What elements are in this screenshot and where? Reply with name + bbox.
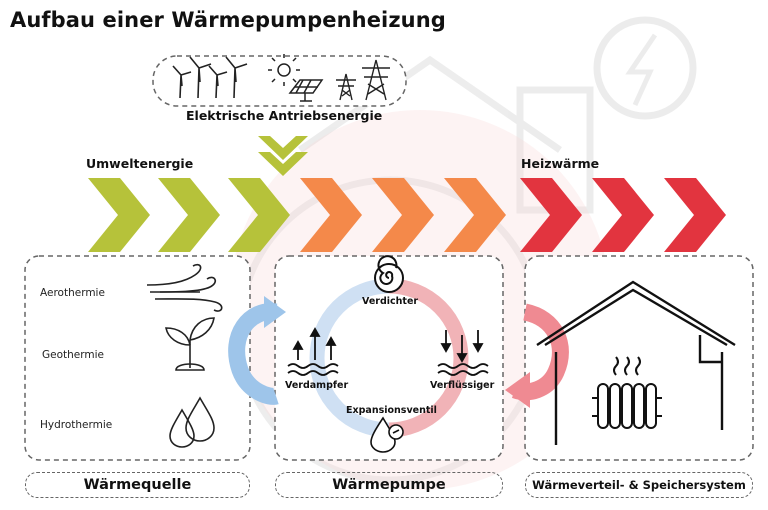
energy-input-label: Elektrische Antriebsenergie (186, 108, 383, 123)
power-pylon-icon (336, 59, 390, 101)
page-title: Aufbau einer Wärmepumpenheizung (10, 8, 446, 32)
compressor-label: Verdichter (362, 296, 419, 307)
heat-label: Heizwärme (521, 156, 600, 171)
plant-icon (165, 317, 215, 371)
source-item-geothermie: Geothermie (42, 349, 104, 361)
radiator-icon (592, 356, 662, 429)
wind-icon (146, 263, 223, 312)
evaporator-icon (287, 327, 339, 376)
distribution-arrow-head (505, 372, 530, 408)
section-pump-label: Wärmepumpe (275, 472, 503, 498)
condenser-label: Verflüssiger (430, 380, 495, 391)
water-drops-icon (169, 396, 215, 448)
house-icon (536, 280, 736, 445)
sun-icon (268, 54, 300, 86)
expansion-valve-icon (370, 416, 404, 453)
section-distribution-label: Wärmeverteil- & Speichersystem (525, 472, 753, 498)
solar-panel-icon (288, 79, 324, 102)
evaporator-label: Verdampfer (285, 380, 349, 391)
compressor-icon (374, 255, 404, 293)
source-to-pump-arrow (228, 303, 279, 405)
source-item-aerothermie: Aerothermie (40, 287, 105, 299)
source-item-hydrothermie: Hydrothermie (40, 419, 113, 431)
flow-chevrons (88, 178, 726, 252)
source-arrow-head (264, 296, 286, 328)
wind-turbine-icon (172, 56, 248, 99)
condenser-icon (437, 330, 489, 376)
energy-input-pill (152, 55, 407, 107)
ambient-energy-label: Umweltenergie (86, 156, 194, 171)
energy-down-chevrons (258, 136, 308, 176)
expansion-valve-label: Expansionsventil (346, 405, 437, 416)
section-source-label: Wärmequelle (25, 472, 250, 498)
